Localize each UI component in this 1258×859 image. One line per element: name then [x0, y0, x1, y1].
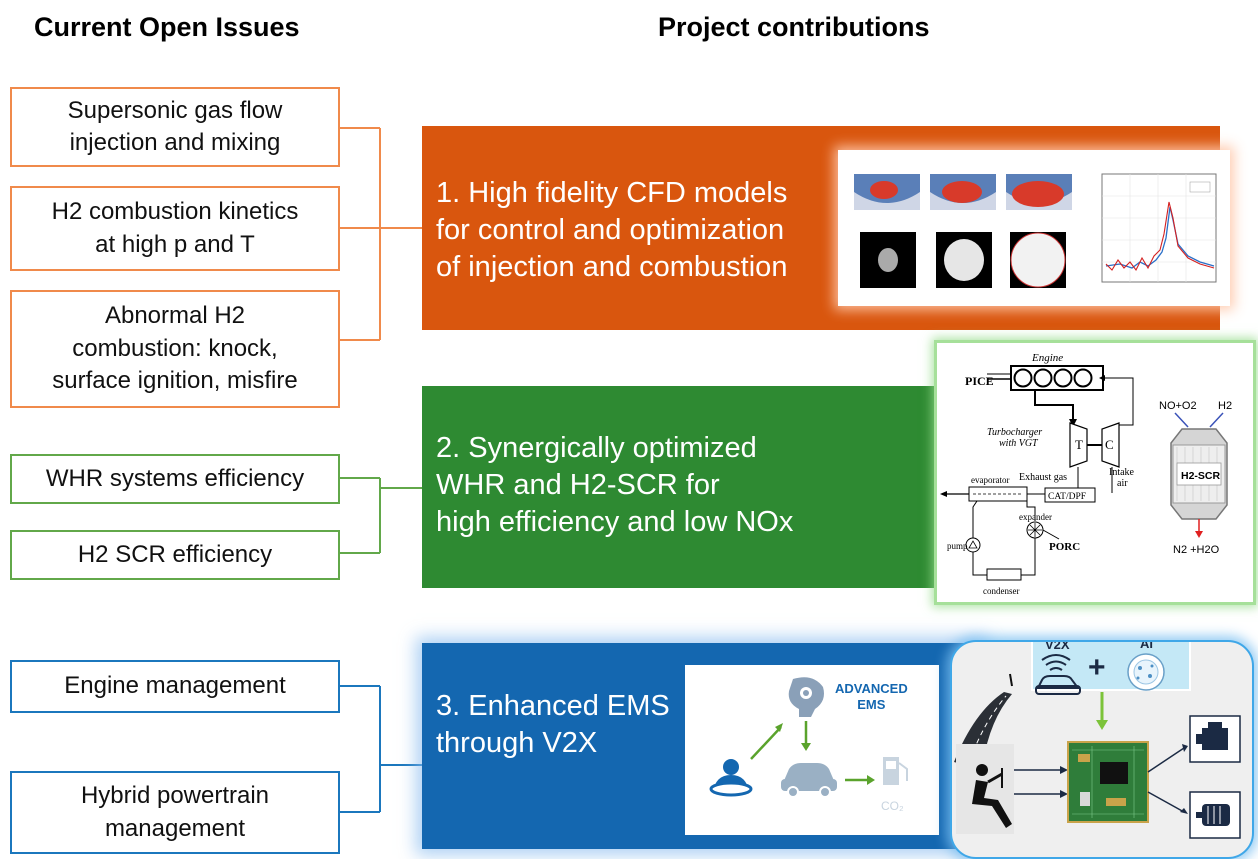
- h2-scr-label: H2-SCR: [1181, 470, 1221, 482]
- condenser-label: condenser: [983, 586, 1019, 596]
- ai-brain-icon: [1127, 653, 1165, 691]
- svg-text:C: C: [1105, 437, 1114, 452]
- connected-car-icon: [1035, 675, 1081, 695]
- svg-text:T: T: [1075, 437, 1083, 452]
- issue-abnormal-h2-combustion: Abnormal H2 combustion: knock, surface i…: [10, 290, 340, 408]
- pump-label: pump: [947, 541, 968, 551]
- p-orc-label: PORC: [1049, 541, 1080, 553]
- exhaust-gas-label: Exhaust gas: [1019, 472, 1067, 483]
- contributions-heading: Project contributions: [658, 12, 930, 42]
- cfd-chamber-images: [854, 174, 1072, 210]
- cfd-results-panel: [838, 150, 1230, 306]
- advanced-ems-panel: ADVANCED EMS CO₂: [685, 665, 939, 835]
- contribution-1-text: 1. High fidelity CFD models for control …: [436, 177, 788, 283]
- p-ice-label: PICE: [965, 374, 994, 388]
- issue-engine-management: Engine management: [10, 660, 340, 713]
- engine-label: Engine: [1031, 352, 1063, 364]
- engine-block: [1010, 365, 1104, 391]
- scr-input-h2-label: H2: [1218, 400, 1232, 412]
- fuel-pump-icon: [883, 757, 908, 785]
- wifi-icon: [1041, 654, 1071, 671]
- v2x-ai-control-panel: V2X + AI: [950, 640, 1254, 859]
- expander-label: expander: [1019, 512, 1052, 522]
- scr-input-no-o2-label: NO+O2: [1159, 400, 1197, 412]
- pressure-trace-plot: [1101, 173, 1217, 283]
- issue-hybrid-powertrain-management: Hybrid powertrain management: [10, 771, 340, 854]
- contribution-2-band: [422, 386, 954, 588]
- cat-dpf-label: CAT/DPF: [1048, 492, 1086, 502]
- contribution-3-text: 3. Enhanced EMS through V2X: [436, 690, 670, 759]
- v2x-label: V2X: [1045, 642, 1070, 652]
- advanced-ems-label: ADVANCED EMS: [835, 681, 908, 712]
- plus-symbol: +: [1088, 651, 1106, 684]
- brain-gear-icon: [788, 677, 824, 717]
- driver-seat-icon: [956, 744, 1014, 834]
- issue-whr-systems-efficiency: WHR systems efficiency: [10, 454, 340, 504]
- ecu-board-icon: [1067, 741, 1149, 823]
- contribution-2-text: 2. Synergically optimized WHR and H2-SCR…: [436, 432, 794, 538]
- issue-h2-combustion-kinetics: H2 combustion kinetics at high p and T: [10, 186, 340, 271]
- h2-scr-catalyst: [1170, 428, 1228, 520]
- cfd-flame-images: [860, 232, 1066, 288]
- driver-icon: [709, 759, 753, 797]
- electric-motor-icon: [1196, 804, 1230, 826]
- open-issues-heading: Current Open Issues: [34, 12, 300, 42]
- turbocharger: [1069, 422, 1120, 468]
- issue-supersonic-gas-flow: Supersonic gas flow injection and mixing: [10, 87, 340, 167]
- co2-label: CO₂: [881, 799, 904, 813]
- car-icon: [781, 763, 837, 798]
- issue-h2-scr-efficiency: H2 SCR efficiency: [10, 530, 340, 580]
- evaporator-label: evaporator: [971, 475, 1009, 485]
- cfd-results-graphic: [854, 173, 1217, 288]
- engine-icon: [1196, 722, 1228, 750]
- ai-label: AI: [1140, 642, 1153, 651]
- scr-output-label: N2 +H2O: [1173, 544, 1220, 556]
